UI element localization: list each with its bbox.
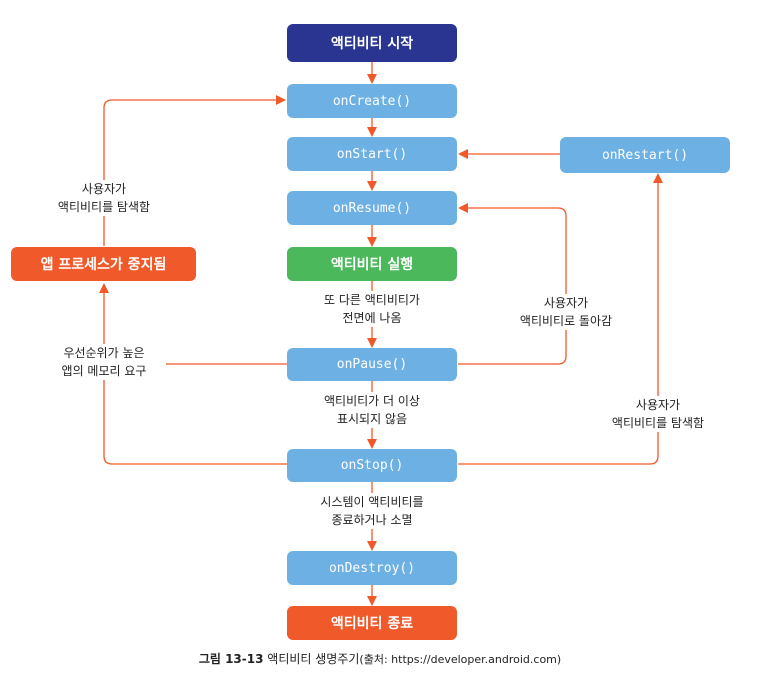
process-killed-box: 앱 프로세스가 중지됨 [11, 247, 196, 281]
caption-figure-number: 그림 13-13 [198, 652, 264, 666]
activity-start-box: 액티비티 시작 [287, 24, 457, 62]
on-pause-box: onPause() [287, 348, 457, 381]
arrow-stop-to-restart [458, 173, 663, 465]
label-higher-priority-apps: 우선순위가 높은 앱의 메모리 요구 [42, 344, 166, 380]
on-create-box: onCreate() [287, 84, 457, 118]
label-user-returns: 사용자가 액티비티로 돌아감 [500, 294, 632, 330]
label-user-navigates-left: 사용자가 액티비티를 탐색함 [40, 180, 168, 216]
activity-shutdown-box: 액티비티 종료 [287, 606, 457, 640]
label-another-activity-foreground: 또 다른 액티비티가 전면에 나옴 [302, 291, 442, 327]
label-finishing-or-destroyed: 시스템이 액티비티를 종료하거나 소멸 [297, 493, 447, 529]
on-resume-box: onResume() [287, 191, 457, 225]
label-user-navigates-right: 사용자가 액티비티를 탐색함 [596, 396, 720, 432]
on-stop-box: onStop() [287, 449, 457, 482]
arrow-pause-to-resume [458, 203, 567, 365]
on-restart-box: onRestart() [560, 137, 730, 173]
activity-running-box: 액티비티 실행 [287, 247, 457, 281]
on-destroy-box: onDestroy() [287, 551, 457, 585]
arrow-stop-to-killed [99, 283, 288, 465]
figure-caption: 그림 13-13 액티비티 생명주기(출처: https://developer… [0, 650, 760, 667]
caption-source: (출처: https://developer.android.com) [359, 653, 562, 666]
label-no-longer-visible: 액티비티가 더 이상 표시되지 않음 [302, 392, 442, 428]
caption-title: 액티비티 생명주기 [267, 652, 360, 666]
on-start-box: onStart() [287, 137, 457, 171]
arrow-killed-to-create [103, 95, 286, 246]
